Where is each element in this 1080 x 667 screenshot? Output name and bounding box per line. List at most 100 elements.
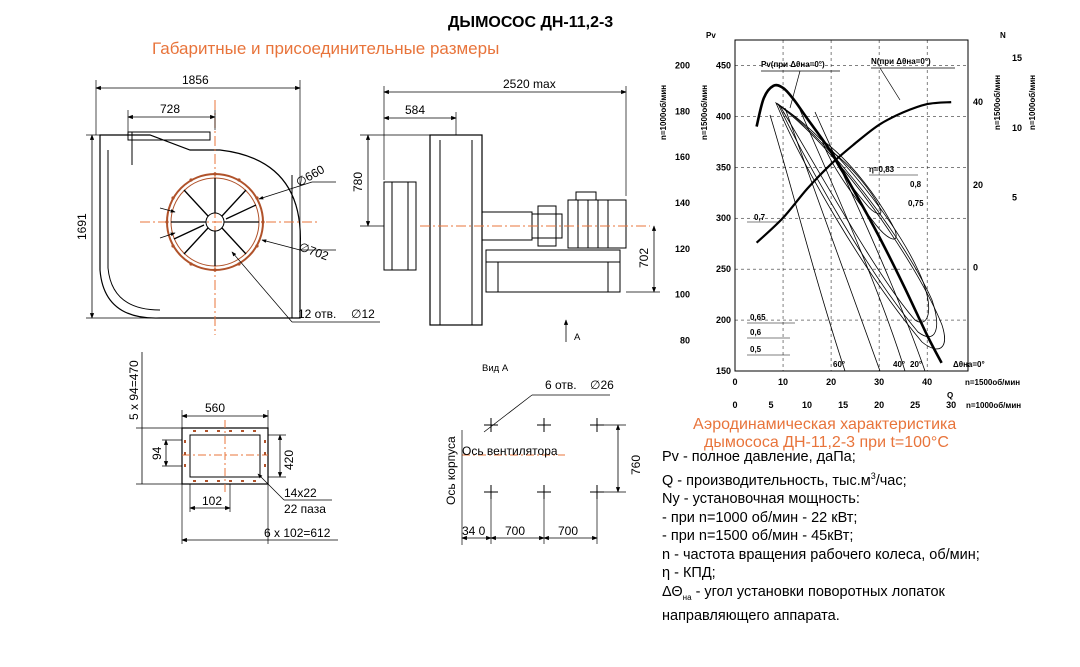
y-tick-1500: 200 (716, 315, 731, 325)
efficiency-curves (769, 101, 945, 372)
x-tick-1500: 40 (922, 377, 932, 387)
legend-eta: η - КПД; (662, 565, 716, 582)
efficiency-loop (776, 102, 937, 338)
dim-340: 34 0 (462, 524, 486, 538)
efficiency-loop (821, 138, 897, 240)
vane-angle-curve (814, 111, 926, 372)
x-tick-1500: 20 (826, 377, 836, 387)
n-tick-1000: 15 (1012, 53, 1022, 63)
flange-slot-count: 22 паза (284, 502, 326, 516)
angle-label-20: 20° (910, 360, 922, 369)
fan-axis-label: Ось вентилятора (462, 444, 558, 458)
series-n-line (755, 101, 952, 244)
dim-702: 702 (637, 248, 651, 268)
eff-label-05: 0,5 (750, 345, 762, 354)
y2-axis-label: N (1000, 31, 1006, 40)
y-tick-1500: 150 (716, 366, 731, 376)
flange-slot-size: 14x22 (284, 486, 317, 500)
chart-subtitle-2: дымососа ДН-11,2-3 при t=100°С (704, 434, 949, 451)
chart-grid (735, 40, 968, 371)
dim-584: 584 (405, 103, 425, 117)
efficiency-loop (775, 101, 945, 350)
n-tick-1500: 40 (973, 97, 983, 107)
n-scale-1000-label: n=1000об/мин (1028, 75, 1037, 130)
x-tick-1500: 0 (732, 377, 737, 387)
vane-angle-curve (799, 109, 906, 372)
eff-label-065: 0,65 (750, 313, 766, 322)
n-scale-1500-label: n=1500об/мин (993, 75, 1002, 130)
dim-dia-702: ∅702 (297, 240, 331, 264)
dim-94: 94 (150, 446, 164, 460)
front-holes-dia: ∅12 (351, 307, 375, 321)
series-pv-line (755, 83, 943, 364)
x-tick-1000: 5 (769, 400, 774, 410)
angle-label-40: 40° (893, 360, 905, 369)
vane-angle-curve (784, 107, 881, 372)
flange-slots (184, 430, 266, 482)
legend-block: Pv - полное давление, даПа; Q - производ… (662, 448, 1072, 626)
y-tick-1500: 450 (716, 60, 731, 70)
series-label-pv: Pv(при Δθна=0°) (761, 60, 825, 69)
n-tick-1000: 5 (1012, 193, 1017, 203)
legend-pv: Pv - полное давление, даПа; (662, 449, 856, 465)
series-label-n: N(при Δθна=0°) (871, 57, 931, 66)
front-view (86, 80, 380, 335)
legend-n: n - частота вращения рабочего колеса, об… (662, 546, 980, 563)
dim-1691: 1691 (75, 213, 89, 240)
view-a-arrow-label: A (574, 332, 581, 343)
sheet-title: ДЫМОСОС ДН-11,2-3 (448, 14, 613, 31)
dimensions-subtitle: Габаритные и присоединительные размеры (152, 39, 499, 58)
y-tick-1000: 80 (680, 335, 690, 345)
y-tick-1000: 180 (675, 106, 690, 116)
view-a-holes-count: 6 отв. (545, 378, 577, 392)
y-tick-1000: 140 (675, 198, 690, 208)
dim-780: 780 (351, 172, 365, 192)
x-tick-1000: 15 (838, 400, 848, 410)
dim-700-a: 700 (505, 524, 525, 538)
front-holes-count: 12 отв. (298, 307, 336, 321)
dim-102: 102 (202, 494, 222, 508)
y-scale-1500-label: n=1500об/мин (700, 85, 709, 140)
y-tick-1500: 300 (716, 213, 731, 223)
y-tick-1000: 100 (675, 290, 690, 300)
dim-dia-660: ∅660 (294, 162, 328, 190)
flange-view (136, 352, 338, 544)
n-tick-1000: 10 (1012, 123, 1022, 133)
eff-label-083: η=0,83 (869, 165, 895, 174)
legend-guide-vanes: направляющего аппарата. (662, 608, 840, 625)
eff-label-07: 0,7 (754, 213, 766, 222)
y-tick-1500: 400 (716, 111, 731, 121)
legend-ny: Nу - установочная мощность: (662, 491, 860, 508)
y-scale-1000-label: n=1000об/мин (659, 85, 668, 140)
x-axis-label: Q (947, 391, 953, 400)
dim-5x94: 5 x 94=470 (127, 360, 141, 420)
n-tick-1500: 0 (973, 263, 978, 273)
x-tick-1500: 30 (874, 377, 884, 387)
dim-728: 728 (160, 102, 180, 116)
legend-q: Q - производительность, тыс.м3/час; (662, 470, 907, 489)
eff-label-08: 0,8 (910, 180, 922, 189)
chart-subtitle-1: Аэродинамическая характеристика (693, 416, 956, 433)
x-tick-1000: 0 (732, 400, 737, 410)
dim-2520: 2520 max (503, 77, 556, 91)
y-tick-1000: 160 (675, 152, 690, 162)
x-tick-1000: 30 (946, 400, 956, 410)
x-tick-1000: 20 (874, 400, 884, 410)
y-tick-1500: 350 (716, 162, 731, 172)
vane-angle-curve (769, 114, 846, 372)
side-view (360, 86, 660, 342)
x-tick-1000: 25 (910, 400, 920, 410)
dim-700-b: 700 (558, 524, 578, 538)
y-tick-1000: 200 (675, 60, 690, 70)
body-axis-label: Ось корпуса (444, 436, 458, 505)
angle-label-0: Δθна=0° (953, 360, 985, 369)
chart-series (755, 83, 952, 364)
x-tick-1000: 10 (802, 400, 812, 410)
chart-frame (734, 39, 969, 372)
x-scale-1500-label: n=1500об/мин (965, 378, 1020, 387)
angle-label-60: 60° (833, 360, 845, 369)
view-a-label: Вид А (482, 363, 509, 374)
